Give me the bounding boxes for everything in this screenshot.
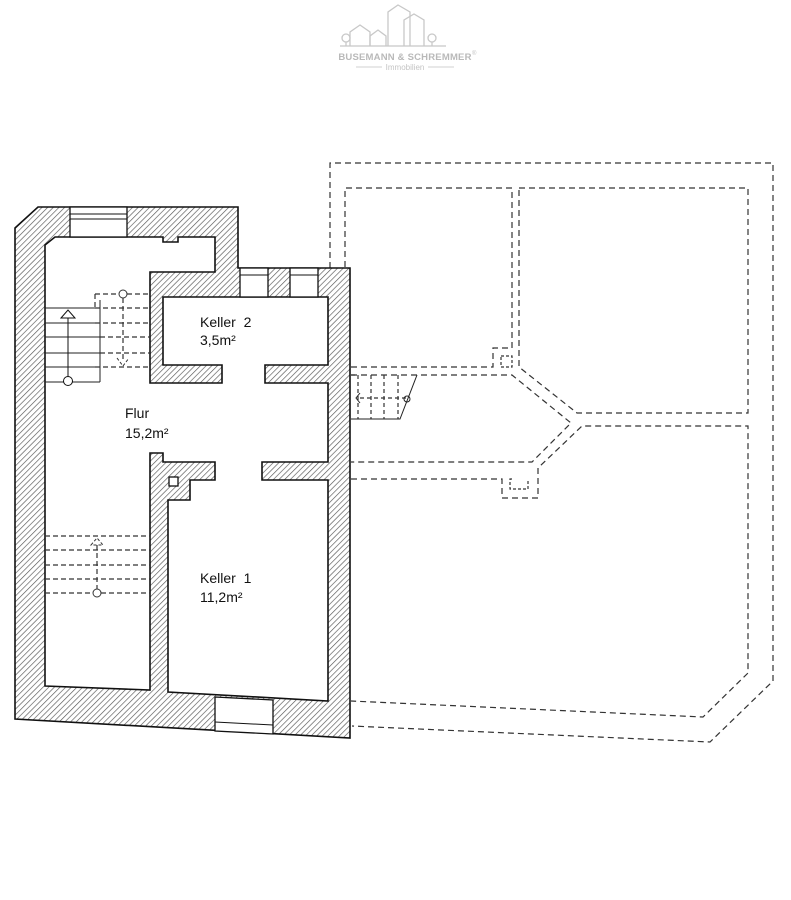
arrow-up-icon [59, 309, 77, 319]
window-keller2-left [239, 267, 269, 298]
room-keller-1: Keller 1 11,2m² [200, 570, 252, 605]
room-area: 11,2m² [200, 589, 243, 605]
room-flur: Flur 15,2m² [125, 405, 169, 441]
chimney-shaft [168, 476, 179, 487]
room-name: Keller 1 [200, 570, 252, 586]
logo-buildings-icon [340, 4, 446, 47]
room-keller-2: Keller 2 3,5m² [200, 314, 252, 348]
room-name: Flur [125, 405, 149, 421]
staircase-up [45, 300, 101, 386]
neighbor-building-outline [329, 162, 774, 743]
logo-subtitle: Immobilien [386, 63, 425, 72]
staircase-below-dashed [45, 535, 150, 598]
room-area: 3,5m² [200, 332, 236, 348]
logo-name: BUSEMANN & SCHREMMER [338, 52, 471, 63]
window-keller2-right [289, 267, 319, 298]
room-area: 15,2m² [125, 425, 169, 441]
arrow-down-icon [116, 357, 130, 367]
neighbor-stairs [351, 374, 418, 420]
arrow-up-dashed-icon [89, 537, 105, 546]
room-name: Keller 2 [200, 314, 252, 330]
staircase-above-dashed [94, 289, 150, 368]
logo-registered-mark: ® [472, 50, 477, 57]
window-top [69, 206, 128, 238]
company-logo: BUSEMANN & SCHREMMER ® Immobilien [338, 4, 477, 72]
window-keller1-bottom [214, 696, 274, 735]
